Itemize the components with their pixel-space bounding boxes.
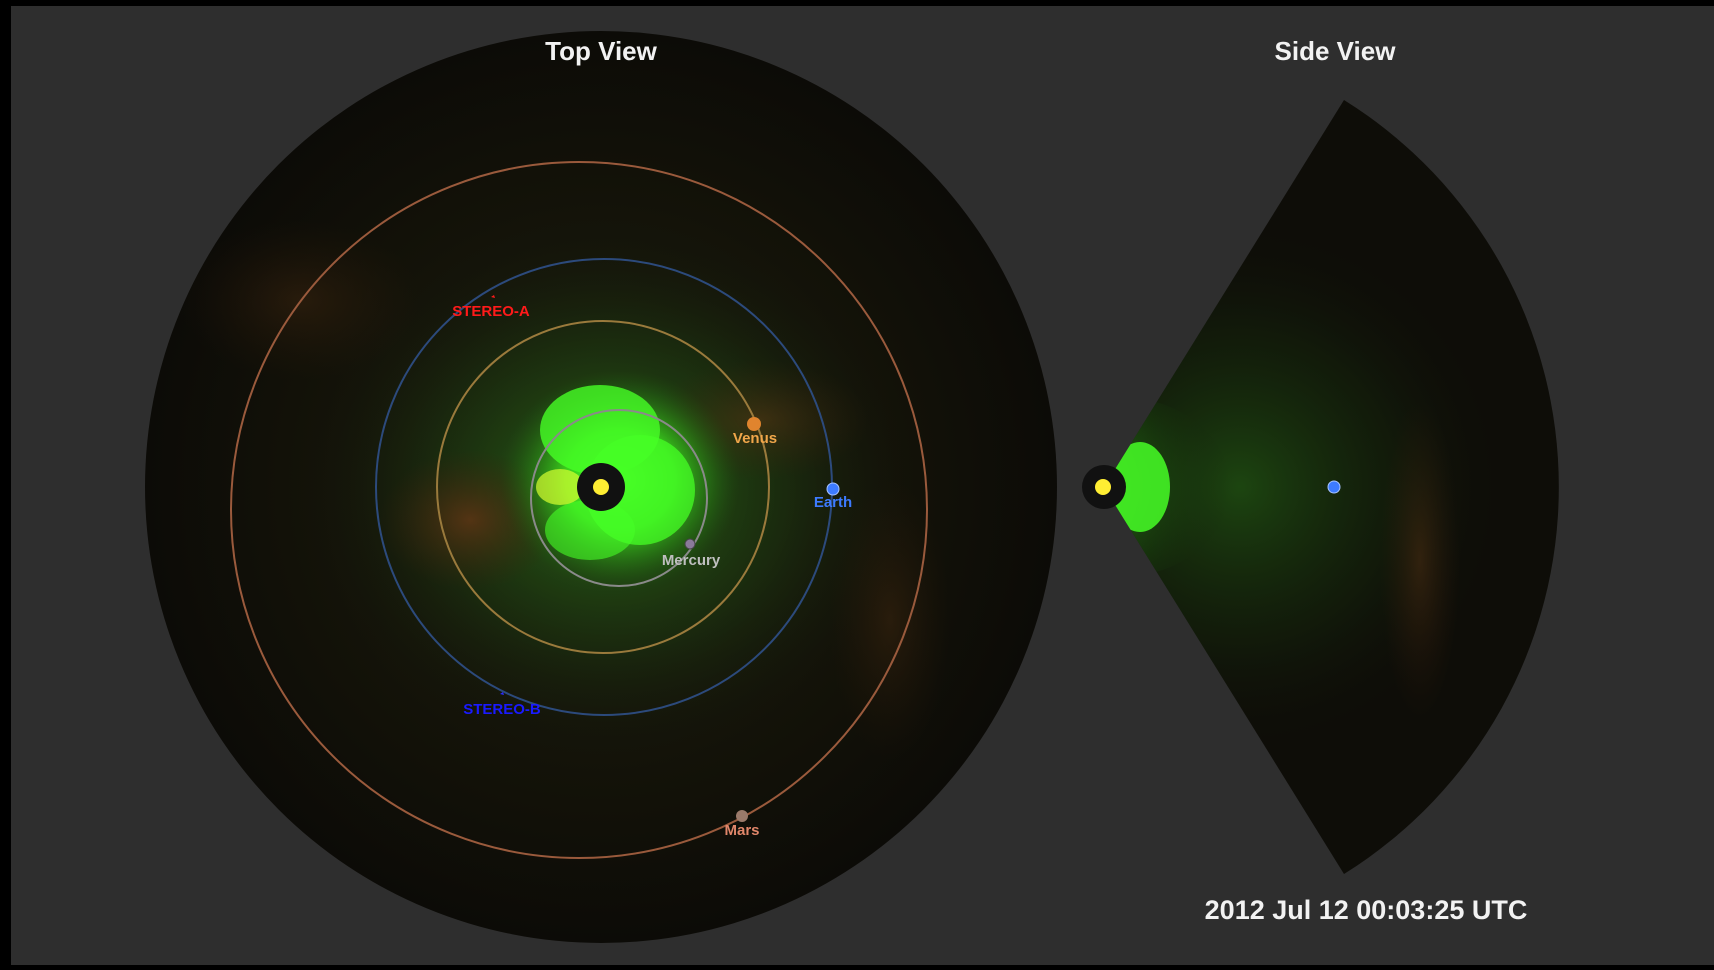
mars-orbit bbox=[230, 161, 928, 859]
side-earth-icon bbox=[1327, 480, 1341, 494]
earth-icon bbox=[826, 482, 840, 496]
mercury-icon bbox=[684, 538, 696, 550]
mars-label: Mars bbox=[724, 822, 759, 839]
side-view-title: Side View bbox=[1274, 36, 1396, 66]
stereo-a-label: STEREO-A bbox=[452, 303, 530, 320]
stereo-b-icon bbox=[500, 692, 504, 695]
earth-label: Earth bbox=[814, 494, 852, 511]
mars-icon bbox=[736, 810, 748, 822]
body-markers bbox=[491, 295, 840, 822]
mercury-label: Mercury bbox=[662, 552, 721, 569]
top-view-title: Top View bbox=[545, 36, 657, 66]
stereo-a-icon bbox=[491, 295, 495, 298]
stereo-b-label: STEREO-B bbox=[463, 701, 541, 718]
venus-orbit bbox=[436, 320, 770, 654]
side-sun-icon bbox=[1095, 479, 1111, 495]
venus-icon bbox=[747, 417, 761, 431]
venus-label: Venus bbox=[733, 430, 777, 447]
timestamp: 2012 Jul 12 00:03:25 UTC bbox=[1204, 895, 1528, 925]
mercury-orbit bbox=[530, 409, 708, 587]
sun-icon bbox=[593, 479, 609, 495]
